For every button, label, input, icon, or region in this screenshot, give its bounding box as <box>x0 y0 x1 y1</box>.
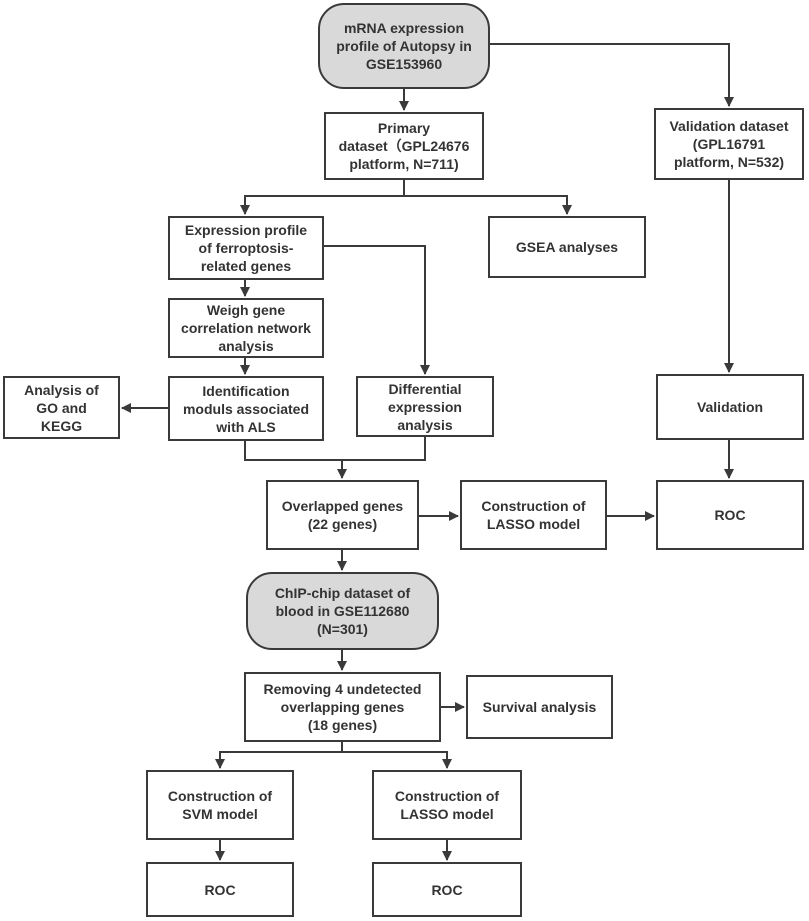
lasso-construction-2-node: Construction of LASSO model <box>372 770 522 840</box>
validation-node: Validation <box>656 374 804 440</box>
primary-dataset-label: Primary dataset（GPL24676 platform, N=711… <box>338 120 470 172</box>
gsea-label: GSEA analyses <box>515 239 619 255</box>
wgcna-label: Weigh gene correlation network analysis <box>181 302 311 354</box>
roc-1-label: ROC <box>714 507 746 523</box>
arrow-removing-to-lasso-2 <box>342 751 452 769</box>
go-kegg-label: Analysis of GO and KEGG <box>24 381 99 434</box>
roc-2-node: ROC <box>146 862 294 917</box>
arrow-primary-to-expression <box>240 195 404 215</box>
overlapped-genes-node: Overlapped genes (22 genes) <box>266 480 419 550</box>
validation-label: Validation <box>696 399 764 415</box>
survival-node: Survival analysis <box>466 675 613 739</box>
differential-expression-label: Differential expression analysis <box>388 380 462 433</box>
roc-1-node: ROC <box>656 480 804 550</box>
differential-expression-node: Differential expression analysis <box>356 376 494 437</box>
roc-2-label: ROC <box>204 881 236 898</box>
svm-construction-label: Construction of SVM model <box>167 788 273 822</box>
identification-moduls-node: Identification moduls associated with AL… <box>168 376 324 441</box>
chip-blood-label: ChIP-chip dataset of blood in GSE112680 … <box>274 585 411 637</box>
arrow-primary-to-gsea <box>404 195 572 215</box>
identification-moduls-label: Identification moduls associated with AL… <box>182 382 310 435</box>
lasso-construction-1-node: Construction of LASSO model <box>460 480 607 550</box>
lasso-construction-1-label: Construction of LASSO model <box>481 498 586 532</box>
survival-label: Survival analysis <box>482 699 597 715</box>
gsea-node: GSEA analyses <box>488 216 646 278</box>
overlapped-genes-label: Overlapped genes (22 genes) <box>281 498 404 532</box>
mrna-autopsy-node: mRNA expression profile of Autopsy in GS… <box>318 3 490 89</box>
primary-dataset-node: Primary dataset（GPL24676 platform, N=711… <box>324 112 484 180</box>
expression-profile-label: Expression profile of ferroptosis- relat… <box>184 222 308 274</box>
validation-dataset-label: Validation dataset (GPL16791 platform, N… <box>669 118 789 170</box>
wgcna-node: Weigh gene correlation network analysis <box>168 298 324 358</box>
go-kegg-node: Analysis of GO and KEGG <box>3 376 120 439</box>
roc-3-node: ROC <box>372 862 522 917</box>
line-identification-merge <box>244 437 426 461</box>
arrow-removing-to-svm <box>215 751 342 769</box>
removing-genes-label: Removing 4 undetected overlapping genes … <box>263 681 422 733</box>
chip-blood-node: ChIP-chip dataset of blood in GSE112680 … <box>246 572 439 650</box>
svm-construction-node: Construction of SVM model <box>146 770 294 840</box>
removing-genes-node: Removing 4 undetected overlapping genes … <box>244 672 441 742</box>
expression-profile-node: Expression profile of ferroptosis- relat… <box>168 216 324 280</box>
arrow-mrna-to-validation-dataset <box>490 43 734 107</box>
validation-dataset-node: Validation dataset (GPL16791 platform, N… <box>654 108 804 180</box>
lasso-construction-2-label: Construction of LASSO model <box>394 788 500 822</box>
mrna-autopsy-label: mRNA expression profile of Autopsy in GS… <box>336 20 472 72</box>
roc-3-label: ROC <box>431 881 463 898</box>
arrow-expression-to-differential <box>324 245 430 375</box>
